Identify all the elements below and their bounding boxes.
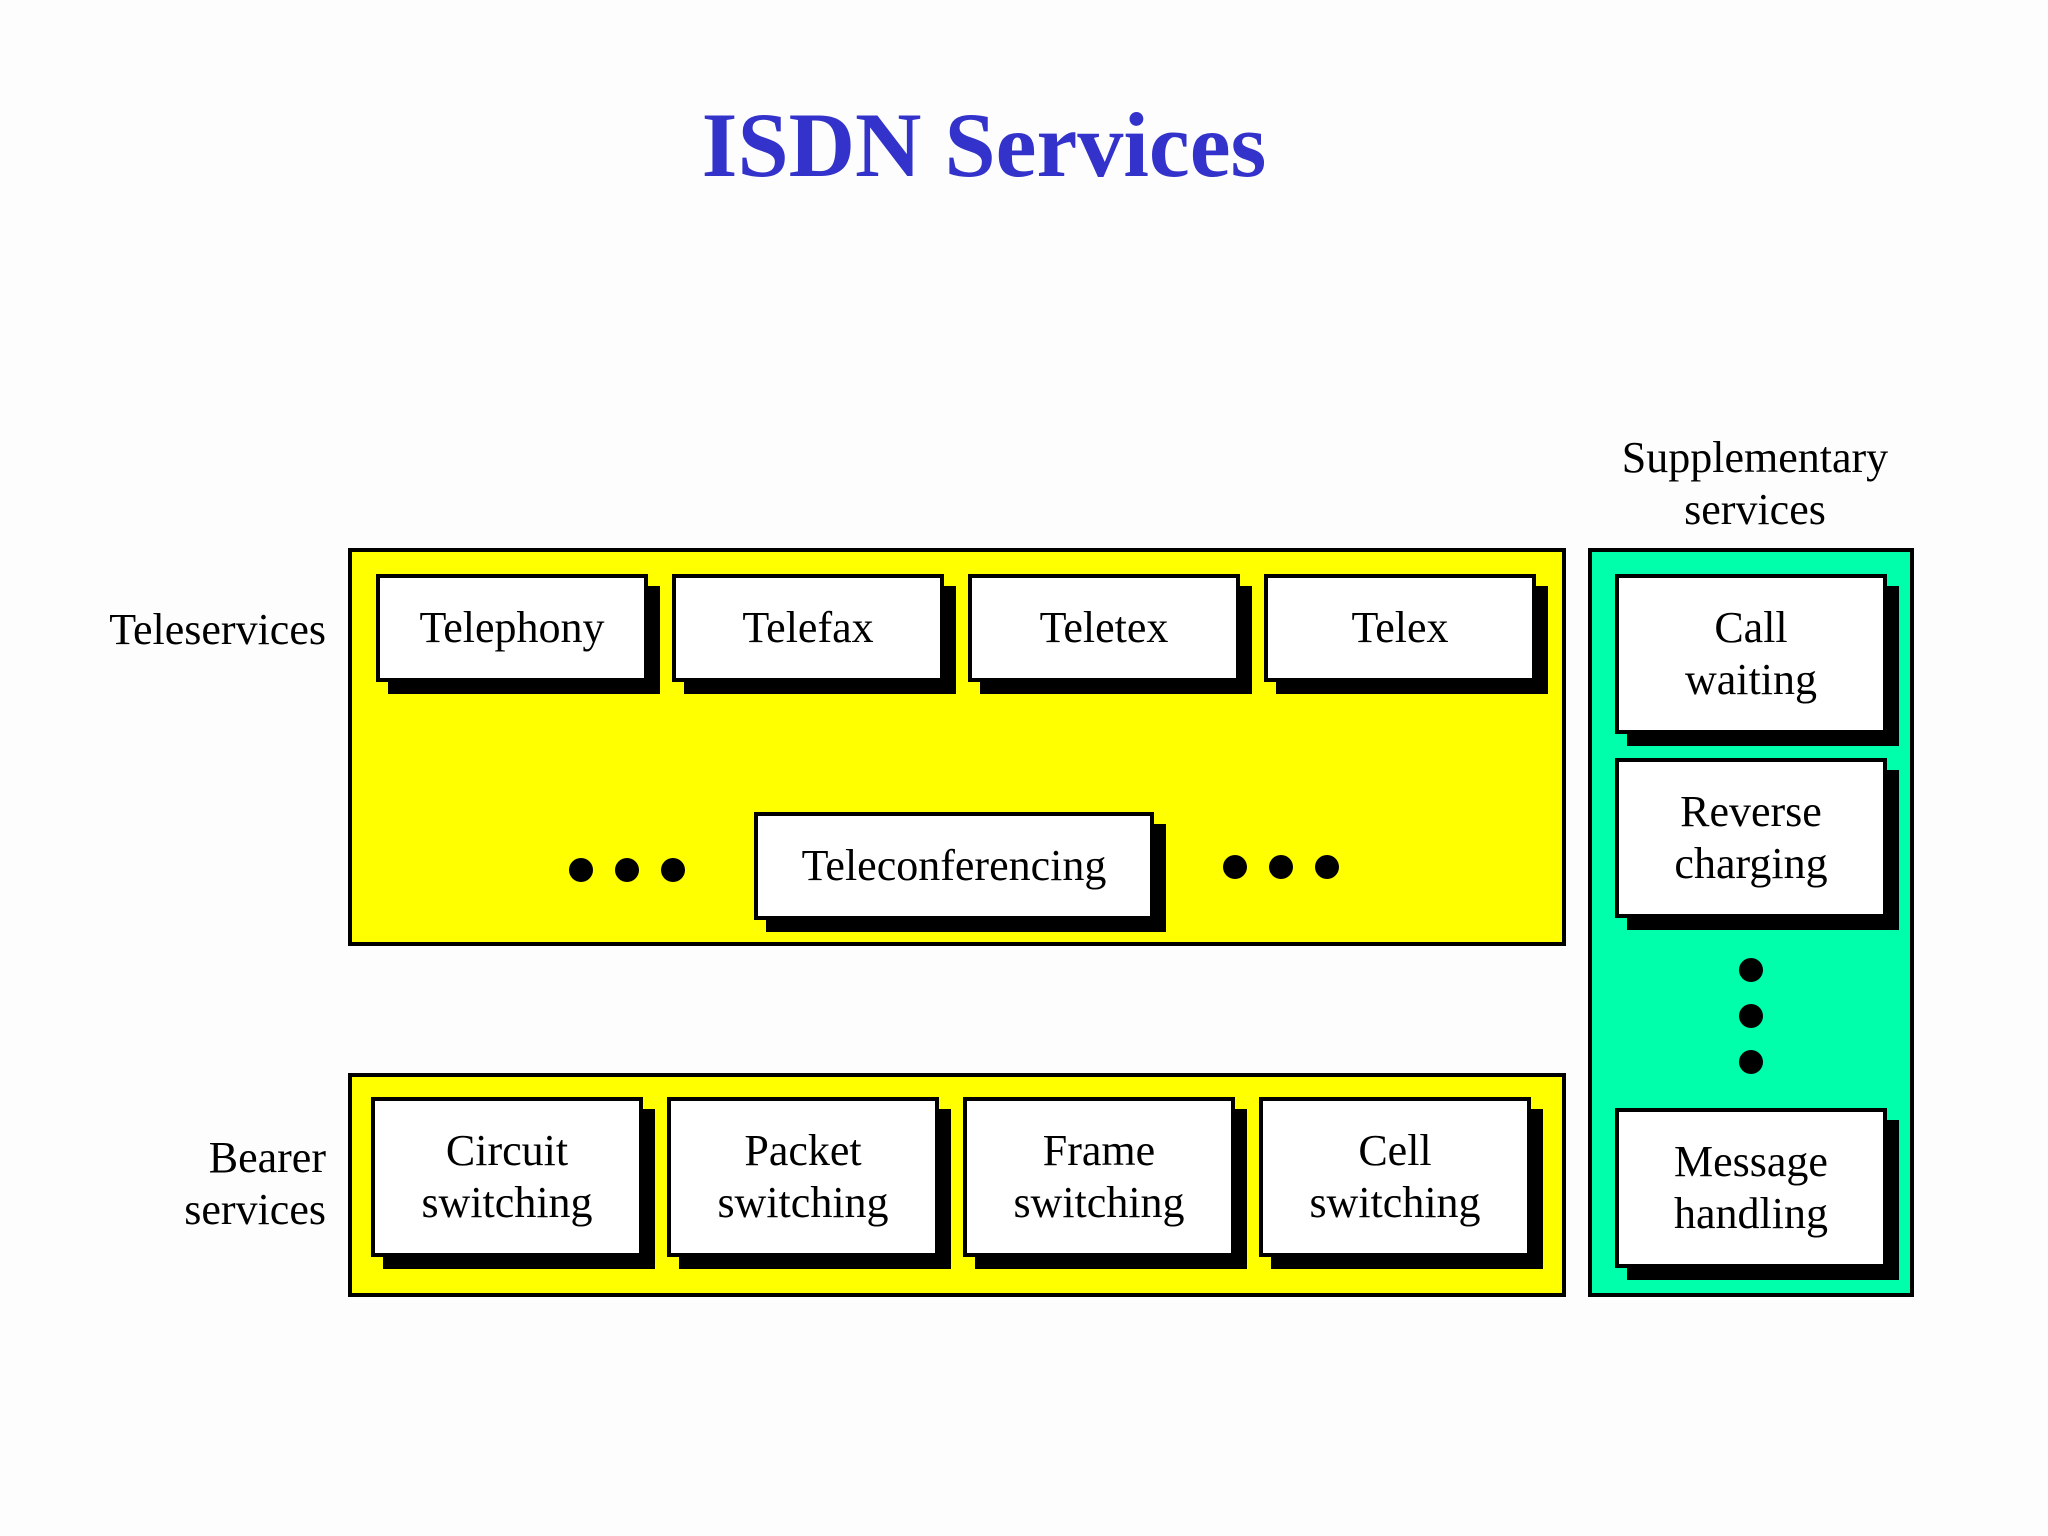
frame-switching-box: Frame switching <box>963 1097 1235 1257</box>
ellipsis-vertical <box>1739 958 1763 1074</box>
teleservices-label: Teleservices <box>109 605 326 654</box>
message-handling-box: Message handling <box>1615 1108 1887 1268</box>
telefax-label: Telefax <box>742 603 874 652</box>
ellipsis-left <box>569 858 685 882</box>
teleconferencing-label: Teleconferencing <box>801 841 1107 890</box>
bearer-services-label: Bearer services <box>184 1133 326 1234</box>
call-waiting-box: Call waiting <box>1615 574 1887 734</box>
supplementary-services-label: Supplementary services <box>1621 433 1889 534</box>
ellipsis-right <box>1223 855 1339 879</box>
page-title: ISDN Services <box>701 94 1267 196</box>
telex-label: Telex <box>1351 603 1449 652</box>
telephony-label: Telephony <box>419 603 605 652</box>
packet-switching-label: Packet switching <box>717 1126 889 1227</box>
reverse-charging-label: Reverse charging <box>1674 787 1828 888</box>
packet-switching-box: Packet switching <box>667 1097 939 1257</box>
message-handling-label: Message handling <box>1674 1137 1828 1238</box>
teletex-label: Teletex <box>1039 603 1169 652</box>
telex-box: Telex <box>1264 574 1536 682</box>
telephony-box: Telephony <box>376 574 648 682</box>
reverse-charging-box: Reverse charging <box>1615 758 1887 918</box>
cell-switching-box: Cell switching <box>1259 1097 1531 1257</box>
teleconferencing-box: Teleconferencing <box>754 812 1154 920</box>
teletex-box: Teletex <box>968 574 1240 682</box>
cell-switching-label: Cell switching <box>1309 1126 1481 1227</box>
call-waiting-label: Call waiting <box>1685 603 1817 704</box>
telefax-box: Telefax <box>672 574 944 682</box>
circuit-switching-box: Circuit switching <box>371 1097 643 1257</box>
circuit-switching-label: Circuit switching <box>421 1126 593 1227</box>
frame-switching-label: Frame switching <box>1013 1126 1185 1227</box>
